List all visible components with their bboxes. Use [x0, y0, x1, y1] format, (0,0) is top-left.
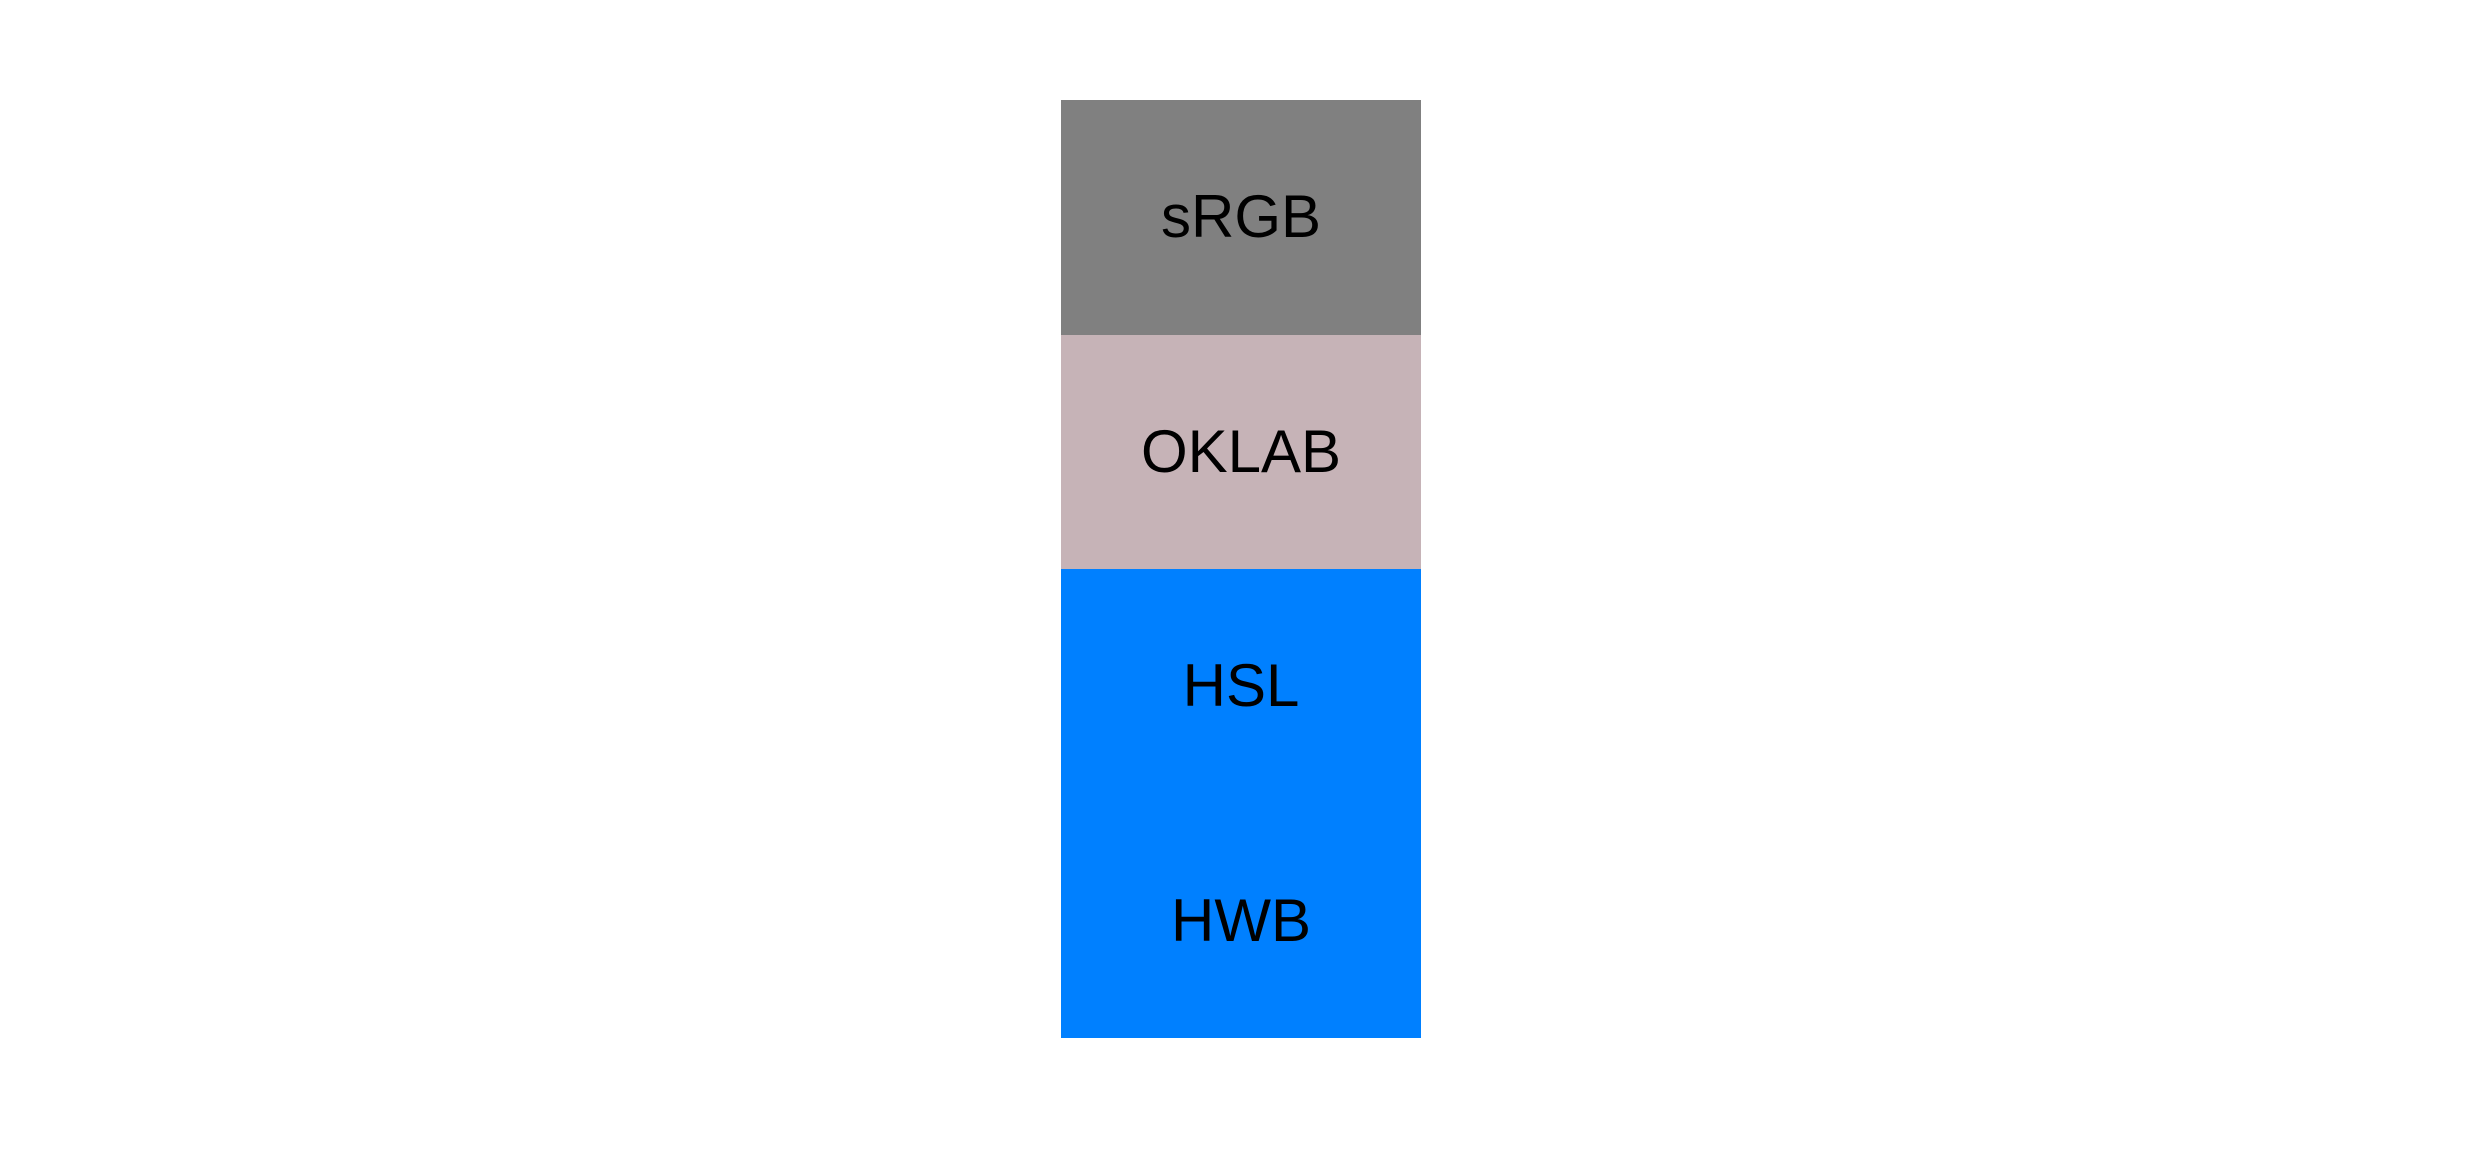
color-swatch-srgb: sRGB [1061, 100, 1421, 335]
color-swatch-hsl-label: HSL [1182, 652, 1300, 720]
color-swatch-hwb-label: HWB [1171, 886, 1311, 954]
color-swatch-oklab-label: OKLAB [1140, 417, 1342, 485]
color-swatch-hwb: HWB [1061, 803, 1421, 1038]
color-space-swatch-column: sRGB OKLAB HSL HWB [1061, 100, 1421, 1038]
color-swatch-srgb-label: sRGB [1160, 183, 1322, 251]
color-swatch-oklab: OKLAB [1061, 334, 1421, 569]
color-swatch-hsl: HSL [1061, 569, 1421, 804]
